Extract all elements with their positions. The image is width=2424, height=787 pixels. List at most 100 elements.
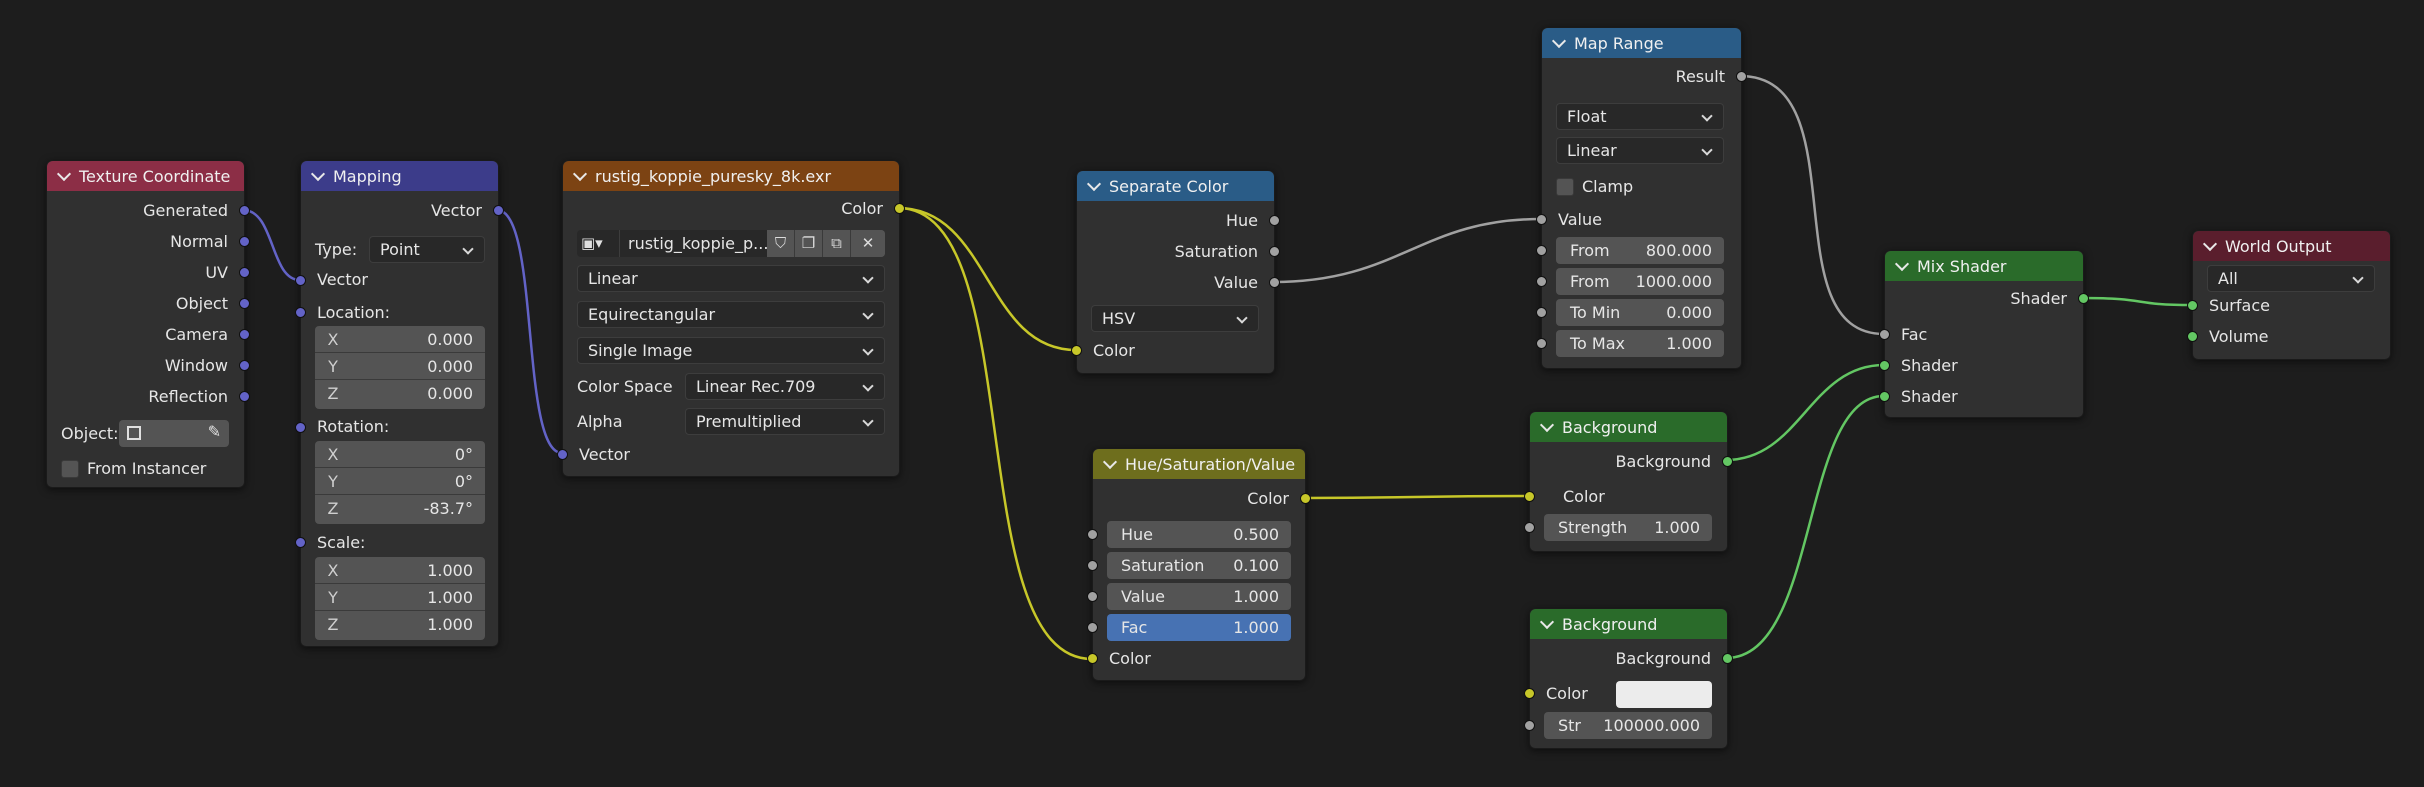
image-name-field[interactable]: rustig_koppie_p... — [619, 230, 768, 257]
node-header[interactable]: Texture Coordinate — [47, 161, 244, 191]
node-header[interactable]: Separate Color — [1077, 171, 1274, 201]
interpolation-dropdown[interactable]: Linear — [577, 265, 885, 292]
mapping-node[interactable]: Mapping Vector Type: Point Vector Locati… — [295, 160, 504, 647]
pack-icon[interactable]: ⧉ — [823, 230, 851, 257]
collapse-chevron-icon[interactable] — [56, 166, 72, 181]
socket-to-max[interactable] — [1536, 338, 1547, 349]
socket-from-max[interactable] — [1536, 276, 1547, 287]
collapse-chevron-icon[interactable] — [2202, 236, 2218, 251]
target-dropdown[interactable]: All — [2207, 265, 2375, 292]
mix-shader-node[interactable]: Mix Shader Shader Fac Shader Shader — [1879, 250, 2089, 418]
socket-out-background[interactable] — [1722, 456, 1733, 467]
socket-strength[interactable] — [1524, 720, 1535, 731]
socket-hue[interactable] — [1269, 215, 1280, 226]
fake-user-shield-icon[interactable]: ⛉ — [767, 230, 795, 257]
socket-strength[interactable] — [1524, 522, 1535, 533]
socket-in-vector[interactable] — [295, 275, 306, 286]
duplicate-icon[interactable]: ❐ — [795, 230, 823, 257]
node-header[interactable]: rustig_koppie_puresky_8k.exr — [563, 161, 899, 191]
collapse-chevron-icon[interactable] — [1551, 33, 1567, 48]
world-output-node[interactable]: World Output All Surface Volume — [2187, 230, 2391, 360]
socket-fac[interactable] — [1879, 329, 1890, 340]
socket-shader-1[interactable] — [1879, 360, 1890, 371]
socket-location[interactable] — [295, 307, 306, 318]
separate-color-node[interactable]: Separate Color Hue Saturation Value HSV … — [1071, 170, 1280, 374]
node-header[interactable]: Background — [1530, 609, 1727, 639]
projection-dropdown[interactable]: Equirectangular — [577, 301, 885, 328]
socket-camera[interactable] — [239, 329, 250, 340]
collapse-chevron-icon[interactable] — [1894, 256, 1910, 271]
node-header[interactable]: Mapping — [301, 161, 498, 191]
socket-generated[interactable] — [239, 205, 250, 216]
rotation-z[interactable]: Z-83.7° — [327, 499, 473, 518]
socket-volume[interactable] — [2187, 331, 2198, 342]
type-dropdown[interactable]: Point — [369, 236, 485, 263]
environment-texture-node[interactable]: rustig_koppie_puresky_8k.exr Color ▣▾ ru… — [557, 160, 905, 477]
data-type-dropdown[interactable]: Float — [1556, 103, 1724, 130]
socket-to-min[interactable] — [1536, 307, 1547, 318]
socket-out-color[interactable] — [1300, 493, 1311, 504]
object-field[interactable]: ✎ — [119, 420, 229, 447]
socket-from-min[interactable] — [1536, 245, 1547, 256]
socket-value[interactable] — [1269, 277, 1280, 288]
socket-out-shader[interactable] — [2078, 293, 2089, 304]
collapse-chevron-icon[interactable] — [1539, 614, 1555, 629]
socket-rotation[interactable] — [295, 422, 306, 433]
node-header[interactable]: Map Range — [1542, 28, 1741, 58]
socket-result[interactable] — [1736, 71, 1747, 82]
socket-out-color[interactable] — [894, 203, 905, 214]
collapse-chevron-icon[interactable] — [310, 166, 326, 181]
socket-normal[interactable] — [239, 236, 250, 247]
socket-out-background[interactable] — [1722, 653, 1733, 664]
socket-in-color[interactable] — [1087, 653, 1098, 664]
socket-in-color[interactable] — [1071, 345, 1082, 356]
clamp-checkbox[interactable] — [1556, 178, 1574, 196]
socket-out-vector[interactable] — [493, 205, 504, 216]
interpolation-dropdown[interactable]: Linear — [1556, 137, 1724, 164]
socket-value[interactable] — [1536, 214, 1547, 225]
socket-reflection[interactable] — [239, 391, 250, 402]
image-selector[interactable]: ▣▾ rustig_koppie_p... ⛉ ❐ ⧉ ✕ — [577, 230, 885, 257]
node-header[interactable]: Mix Shader — [1885, 251, 2083, 281]
socket-shader-2[interactable] — [1879, 391, 1890, 402]
collapse-chevron-icon[interactable] — [1539, 417, 1555, 432]
node-header[interactable]: Hue/Saturation/Value — [1093, 449, 1305, 479]
socket-saturation[interactable] — [1269, 246, 1280, 257]
socket-surface[interactable] — [2187, 300, 2198, 311]
texture-coordinate-node[interactable]: Texture Coordinate Generated Normal UV O… — [46, 160, 250, 488]
collapse-chevron-icon[interactable] — [1086, 176, 1102, 191]
socket-uv[interactable] — [239, 267, 250, 278]
node-header[interactable]: Background — [1530, 412, 1727, 442]
socket-hue[interactable] — [1087, 529, 1098, 540]
map-range-node[interactable]: Map Range Result Float Linear Clamp Valu… — [1536, 27, 1747, 369]
socket-fac[interactable] — [1087, 622, 1098, 633]
socket-window[interactable] — [239, 360, 250, 371]
unlink-x-icon[interactable]: ✕ — [851, 230, 885, 257]
alpha-dropdown[interactable]: Premultiplied — [685, 408, 885, 435]
collapse-chevron-icon[interactable] — [1102, 454, 1118, 469]
socket-saturation[interactable] — [1087, 560, 1098, 571]
from-instancer-checkbox[interactable] — [61, 460, 79, 478]
color-space-dropdown[interactable]: Linear Rec.709 — [685, 373, 885, 400]
socket-in-color[interactable] — [1524, 491, 1535, 502]
